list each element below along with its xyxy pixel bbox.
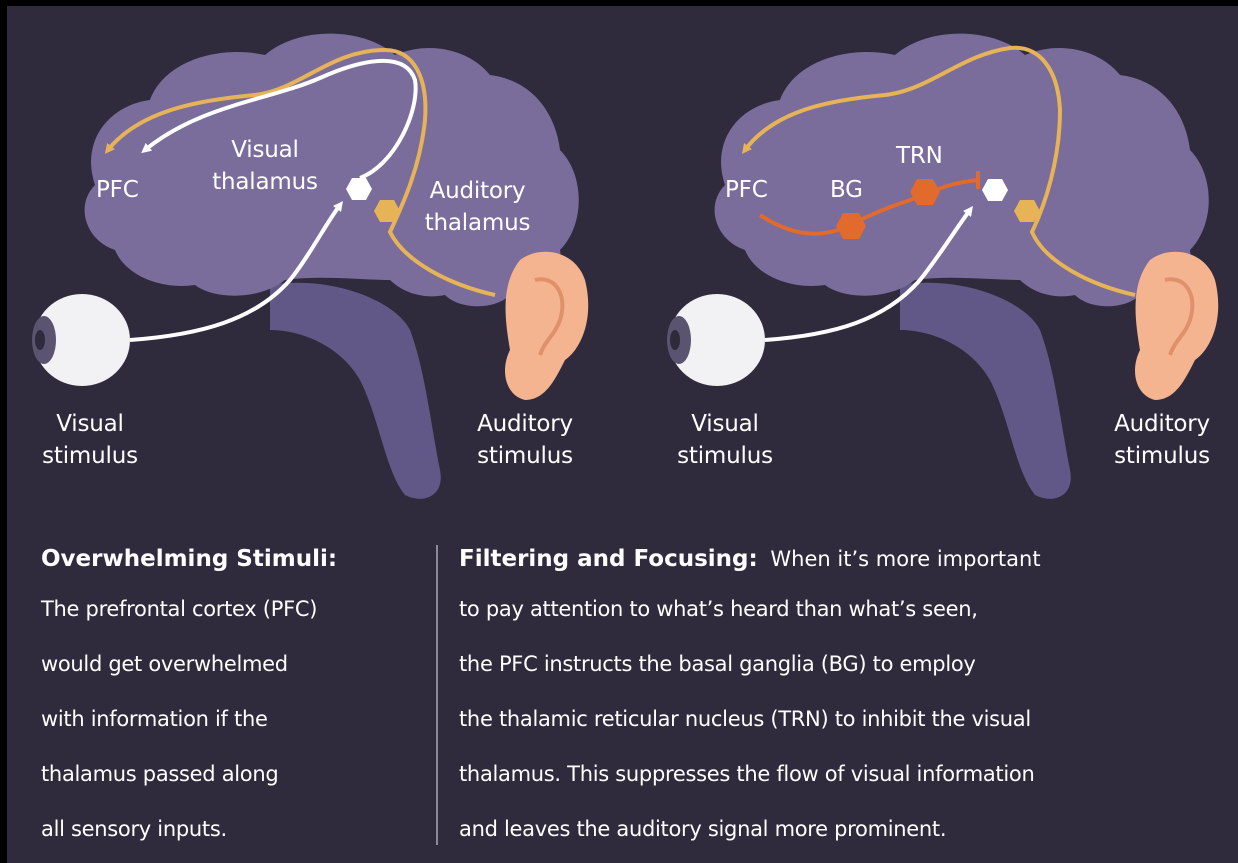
caption-right-line: to pay attention to what’s heard than wh… — [459, 582, 1234, 637]
left-eye-icon — [32, 294, 130, 386]
caption-right: Filtering and Focusing: When it’s more i… — [459, 536, 1234, 857]
caption-divider — [436, 545, 438, 845]
left-brainstem — [270, 283, 441, 499]
caption-left: Overwhelming Stimuli: The prefrontal cor… — [41, 536, 431, 857]
right-visual-stimulus-label: Visual stimulus — [655, 408, 795, 472]
right-pfc-label: PFC — [725, 174, 768, 206]
caption-right-line: thalamus. This suppresses the flow of vi… — [459, 747, 1234, 802]
right-ear-icon — [1135, 252, 1218, 400]
caption-right-heading: Filtering and Focusing: — [459, 546, 758, 572]
caption-right-line: the thalamic reticular nucleus (TRN) to … — [459, 692, 1234, 747]
left-auditory-thalamus-label: Auditory thalamus — [405, 175, 550, 239]
left-ear-icon — [505, 252, 588, 400]
right-auditory-stimulus-label: Auditory stimulus — [1092, 408, 1232, 472]
right-trn-label: TRN — [896, 140, 943, 172]
caption-left-line: with information if the — [41, 692, 431, 747]
caption-left-heading: Overwhelming Stimuli: — [41, 546, 337, 572]
left-visual-thalamus-label: Visual thalamus — [195, 134, 335, 198]
caption-left-line: would get overwhelmed — [41, 637, 431, 692]
right-eye-icon — [667, 294, 765, 386]
right-bg-label: BG — [830, 174, 863, 206]
caption-left-line: thalamus passed along — [41, 747, 431, 802]
caption-right-first-line: When it’s more important — [770, 547, 1040, 571]
caption-left-line: all sensory inputs. — [41, 802, 431, 857]
right-brain — [715, 34, 1209, 307]
left-visual-stimulus-label: Visual stimulus — [20, 408, 160, 472]
caption-right-line: and leaves the auditory signal more prom… — [459, 802, 1234, 857]
left-auditory-stimulus-label: Auditory stimulus — [455, 408, 595, 472]
right-brainstem — [900, 283, 1071, 499]
left-pfc-label: PFC — [96, 174, 139, 206]
caption-left-line: The prefrontal cortex (PFC) — [41, 582, 431, 637]
caption-right-line: the PFC instructs the basal ganglia (BG)… — [459, 637, 1234, 692]
